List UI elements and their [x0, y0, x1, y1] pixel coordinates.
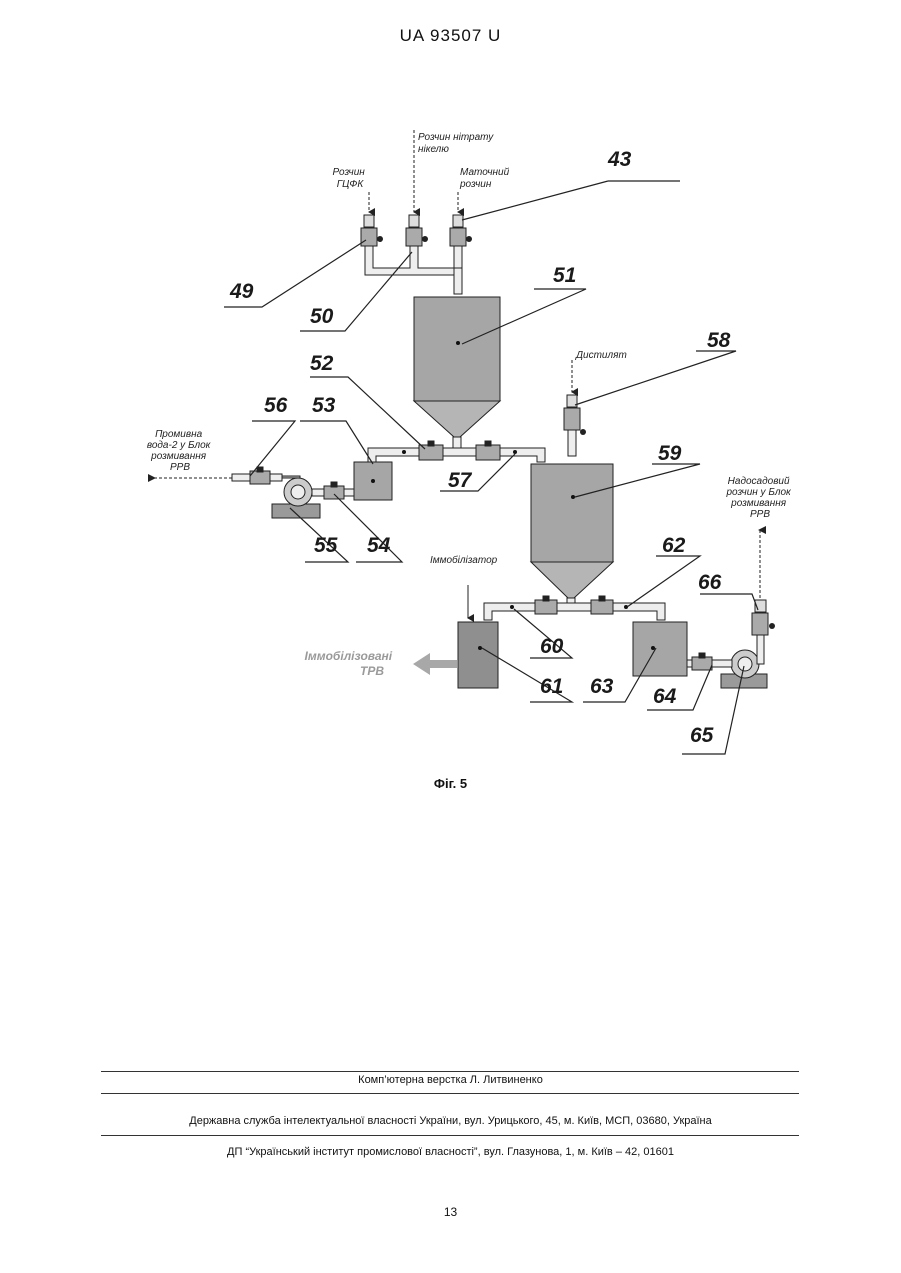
tank-59-outlet [484, 598, 665, 620]
callout-64: 64 [653, 685, 677, 708]
callout-62: 62 [662, 534, 686, 557]
process-diagram: 43 49 50 51 52 53 54 55 56 57 58 59 60 6… [0, 0, 901, 800]
callout-49: 49 [229, 280, 254, 303]
callout-43: 43 [607, 148, 632, 171]
valve-57 [476, 441, 500, 460]
label-immobilizer: Іммобілізатор [430, 554, 498, 566]
label-rinse-water: Промивна вода-2 у Блок розмивання РРВ [147, 429, 213, 473]
institute-address: ДП “Український інститут промислової вла… [0, 1146, 901, 1158]
pump-55 [272, 476, 320, 518]
footer-rule-middle [101, 1093, 799, 1094]
label-distillate: Дистилят [575, 350, 627, 361]
callout-52: 52 [310, 352, 334, 375]
footer-rule-bottom [101, 1135, 799, 1136]
callout-54: 54 [367, 534, 391, 557]
valve-56 [250, 467, 270, 484]
tank-51-outlet [368, 437, 545, 462]
callout-50: 50 [310, 305, 334, 328]
vessel-63 [633, 622, 687, 676]
valve-62 [591, 596, 613, 614]
callout-55: 55 [314, 534, 338, 557]
callout-56: 56 [264, 394, 288, 417]
label-nickel: Розчин нітрату нікелю [418, 132, 496, 155]
valve-66 [752, 600, 775, 635]
valve-60 [535, 596, 557, 614]
callout-59: 59 [658, 442, 682, 465]
label-gcfk: Розчин ГЦФК [332, 167, 367, 190]
callout-57: 57 [448, 469, 473, 492]
product-arrow [413, 653, 457, 675]
valve-52 [419, 441, 443, 460]
valve-54 [324, 482, 344, 499]
valve-64 [692, 653, 712, 670]
label-mother: Маточний розчин [459, 167, 512, 190]
callout-51: 51 [553, 264, 576, 287]
tank-59 [531, 464, 613, 598]
layout-credit: Комп’ютерна верстка Л. Литвиненко [0, 1074, 901, 1086]
vessel-61 [458, 622, 498, 688]
feed-manifold [365, 246, 462, 294]
callout-66: 66 [698, 571, 722, 594]
feed-valve-nickel [406, 215, 428, 246]
agency-address: Державна служба інтелектуальної власност… [0, 1115, 901, 1127]
page-number: 13 [0, 1205, 901, 1219]
callout-53: 53 [312, 394, 336, 417]
tank-51 [414, 297, 500, 437]
footer-rule-top [101, 1071, 799, 1072]
label-product: Іммобілізовані ТРВ [305, 649, 396, 678]
figure-caption: Фіг. 5 [0, 776, 901, 791]
vessel-53 [354, 462, 392, 500]
label-supernatant: Надосадовий розчин у Блок розмивання РРВ [725, 476, 793, 520]
valve-58 [564, 395, 586, 456]
callout-60: 60 [540, 635, 564, 658]
callout-58: 58 [707, 329, 731, 352]
callout-63: 63 [590, 675, 614, 698]
feed-valve-mother [450, 215, 472, 246]
callout-61: 61 [540, 675, 563, 698]
callout-65: 65 [690, 724, 714, 747]
